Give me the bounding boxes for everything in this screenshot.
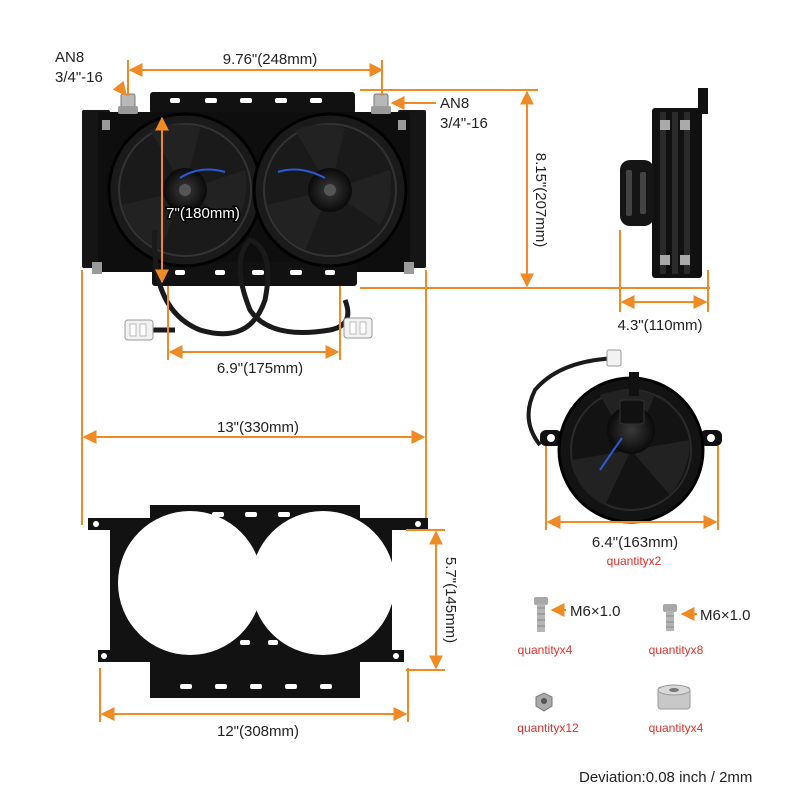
fitting-left	[118, 93, 138, 114]
dim-core-width-label: 9.76"(248mm)	[223, 51, 318, 68]
dim-fan-diameter-label: 7"(180mm)	[166, 205, 240, 222]
fan-right	[252, 112, 408, 268]
hardware-long-bolt: M6×1.0 quantityx4	[518, 597, 620, 657]
deviation-note: Deviation:0.08 inch / 2mm	[579, 769, 752, 786]
hardware-spacer-qty: quantityx4	[649, 721, 704, 735]
hardware-short-bolt-label: M6×1.0	[700, 607, 750, 624]
mounting-bracket	[88, 505, 428, 698]
connector-right	[343, 317, 373, 339]
dim-bracket-width: 12"(308mm)	[99, 668, 409, 740]
dim-overall-width: 13"(330mm)	[81, 270, 427, 525]
dim-core-width: 9.76"(248mm)	[127, 51, 384, 96]
dim-harness-width-label: 6.9"(175mm)	[217, 360, 303, 377]
dim-fan-width: 6.4"(163mm) quantityx2	[545, 446, 719, 568]
dim-fan-diameter: 7"(180mm)	[155, 116, 241, 284]
dim-depth: 4.3"(110mm)	[617, 230, 709, 334]
dim-depth-label: 4.3"(110mm)	[617, 317, 702, 334]
hardware-short-bolt-qty: quantityx8	[649, 643, 704, 657]
hardware-nut-qty: quantityx12	[517, 721, 579, 735]
hardware-long-bolt-label: M6×1.0	[570, 603, 620, 620]
dim-bracket-height: 5.7"(145mm)	[406, 529, 459, 671]
bracket-hole-left	[118, 511, 262, 655]
fitting-right-label-1: AN8	[440, 95, 469, 112]
dim-bracket-width-label: 12"(308mm)	[217, 723, 299, 740]
fitting-right-label-2: 3/4"-16	[440, 115, 488, 132]
fan-quantity-label: quantityx2	[607, 554, 662, 568]
hardware-spacer: quantityx4	[649, 684, 704, 735]
dim-fan-width-label: 6.4"(163mm)	[592, 534, 678, 551]
dim-overall-width-label: 13"(330mm)	[217, 419, 299, 436]
dim-harness-width: 6.9"(175mm)	[167, 286, 341, 377]
hardware-nut: quantityx12	[517, 692, 579, 735]
hardware-long-bolt-qty: quantityx4	[518, 643, 573, 657]
front-view	[82, 92, 426, 341]
bracket-hole-right	[251, 511, 395, 655]
single-fan	[526, 349, 722, 524]
fan-left	[107, 112, 263, 268]
dim-height-label: 8.15"(207mm)	[532, 153, 549, 248]
top-bracket	[150, 92, 355, 114]
fitting-left-label-1: AN8	[55, 49, 84, 66]
fitting-right	[371, 93, 391, 114]
fitting-left-label-2: 3/4"-16	[55, 69, 103, 86]
side-view	[620, 88, 708, 278]
side-fan-motor	[620, 160, 654, 226]
dim-height: 8.15"(207mm)	[360, 89, 710, 289]
dim-bracket-height-label: 5.7"(145mm)	[442, 557, 459, 643]
connector-left	[124, 319, 154, 341]
wire-harness	[152, 229, 351, 337]
hardware-short-bolt: M6×1.0 quantityx8	[649, 604, 750, 657]
